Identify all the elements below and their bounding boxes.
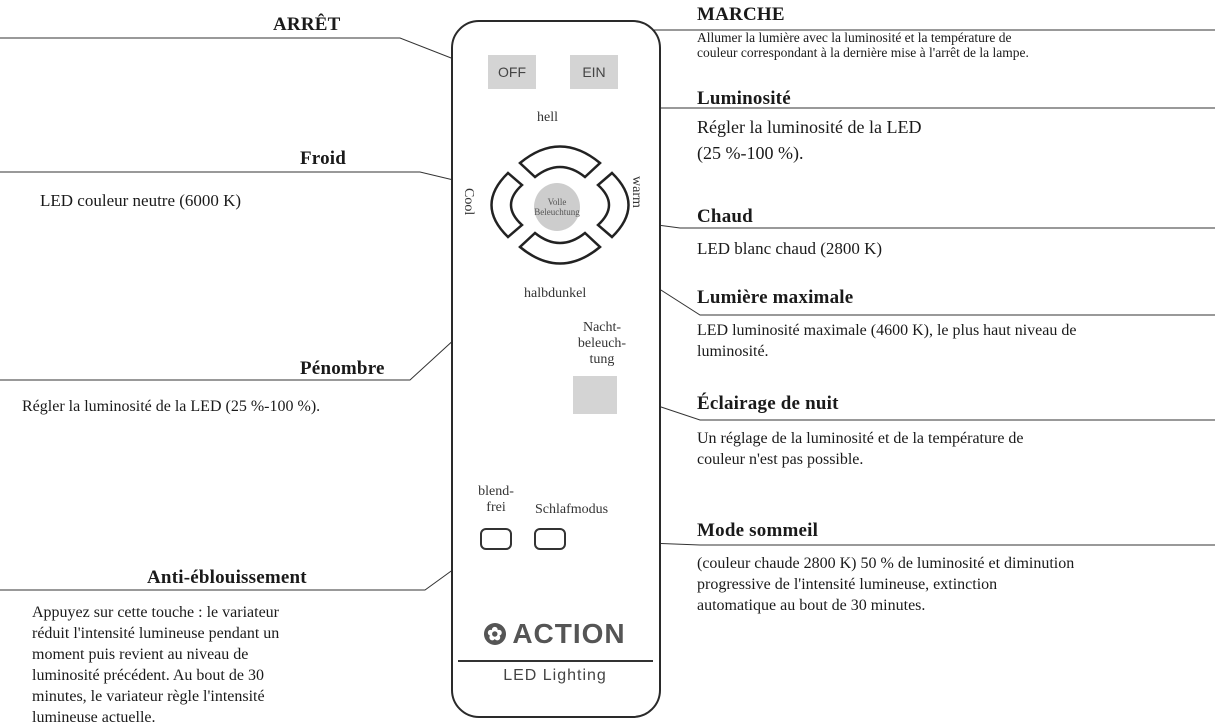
brand-name: ACTION <box>512 618 626 649</box>
center-label-1: Volle <box>547 197 567 207</box>
warm-label: warm <box>629 176 644 208</box>
night-label: Nacht- beleuch- tung <box>572 320 632 368</box>
center-label-2: Beleuchtung <box>534 207 580 217</box>
night-desc: Un réglage de la luminosité et de la tem… <box>697 430 1024 468</box>
night-label-1: Nacht- <box>582 320 622 335</box>
halbdunkel-label: halbdunkel <box>524 286 587 301</box>
cold-title: Froid <box>300 148 347 169</box>
warm-button[interactable] <box>596 171 630 239</box>
dim-desc: Régler la luminosité de la LED (25 %-100… <box>22 398 321 415</box>
cool-label: Cool <box>461 188 476 216</box>
night-light-button[interactable] <box>573 376 617 414</box>
line-dim <box>0 271 529 381</box>
off-title: ARRÊT <box>273 14 341 35</box>
night-label-3: tung <box>589 352 615 367</box>
cool-button[interactable] <box>490 171 524 239</box>
brand-logo: ✿ ACTION <box>455 618 655 650</box>
blendfrei-label: blend- frei <box>478 484 514 516</box>
brightness-desc: Régler la luminosité de la LED (25 %-100… <box>697 117 922 163</box>
line-max <box>566 229 1215 316</box>
cold-desc: LED couleur neutre (6000 K) <box>40 191 242 210</box>
dpad <box>490 145 630 265</box>
action-flower-icon: ✿ <box>484 623 507 645</box>
brightness-up-button[interactable] <box>518 145 602 179</box>
dim-title: Pénombre <box>300 358 385 379</box>
anti-glare-title: Anti-éblouissement <box>147 567 307 588</box>
on-title: MARCHE <box>697 4 785 25</box>
off-button[interactable]: OFF <box>488 55 536 89</box>
line-off <box>0 37 488 73</box>
on-button[interactable]: EIN <box>570 55 618 89</box>
sleep-mode-button[interactable] <box>534 528 566 550</box>
brightness-title: Luminosité <box>697 88 791 109</box>
anti-glare-desc: Appuyez sur cette touche : le variateur … <box>32 604 280 726</box>
anti-glare-button[interactable] <box>480 528 512 550</box>
sleep-desc: (couleur chaude 2800 K) 50 % de luminosi… <box>697 555 1075 614</box>
on-desc: Allumer la lumière avec la luminosité et… <box>697 30 1029 60</box>
remote-control <box>451 20 661 718</box>
full-light-button[interactable]: Volle Beleuchtung <box>534 183 580 231</box>
max-light-title: Lumière maximale <box>697 287 854 308</box>
schlafmodus-label: Schlafmodus <box>535 502 609 517</box>
line-cold <box>0 171 488 189</box>
brand-divider <box>458 660 653 662</box>
max-light-desc: LED luminosité maximale (4600 K), le plu… <box>697 322 1077 360</box>
sleep-title: Mode sommeil <box>697 520 819 541</box>
night-label-2: beleuch- <box>577 336 627 351</box>
blendfrei-label-2: frei <box>486 500 506 515</box>
line-night <box>603 387 1215 421</box>
brand-subtitle: LED Lighting <box>503 667 607 684</box>
hell-label: hell <box>537 110 558 125</box>
blendfrei-label-1: blend- <box>478 484 514 499</box>
night-title: Éclairage de nuit <box>697 393 839 414</box>
warm-title: Chaud <box>697 206 753 227</box>
line-sleep <box>571 539 1215 546</box>
warm-desc: LED blanc chaud (2800 K) <box>697 239 883 258</box>
brightness-down-button[interactable] <box>518 231 602 265</box>
